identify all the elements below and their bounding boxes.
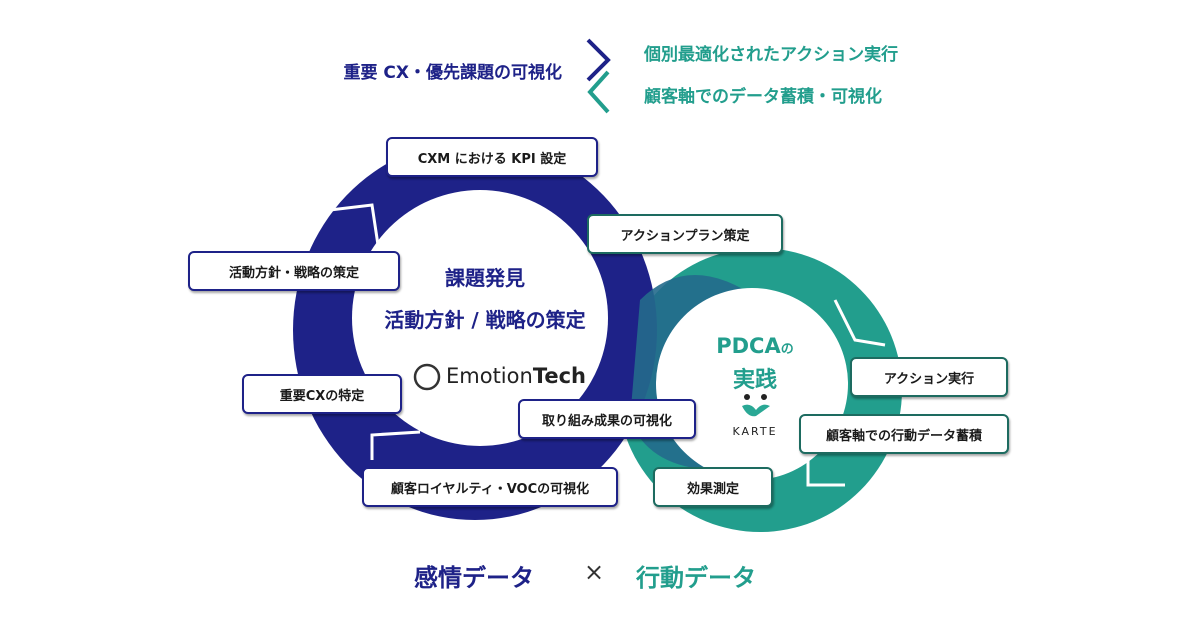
karte-title-suffix: の xyxy=(780,342,794,357)
header-emotion-summary: 重要 CX・優先課題の可視化 xyxy=(343,63,562,83)
step-effect-measurement: 効果測定 xyxy=(653,467,773,507)
emotiontech-title: 課題発見 xyxy=(445,266,525,290)
logo-text-emotion: Emotion xyxy=(446,364,533,388)
footer-times: × xyxy=(584,558,605,586)
teal-arrow-notch-bottom xyxy=(806,460,845,487)
footer-behavior-data: 行動データ xyxy=(636,564,756,592)
step-results-visualization: 取り組み成果の可視化 xyxy=(518,399,696,439)
emotiontech-subtitle: 活動方針 / 戦略の策定 xyxy=(384,308,586,332)
step-action-execution: アクション実行 xyxy=(850,357,1008,397)
karte-title: PDCAの xyxy=(700,334,810,358)
step-strategy: 活動方針・戦略の策定 xyxy=(188,251,400,291)
karte-logo-text: KARTE xyxy=(732,425,778,438)
step-key-cx: 重要CXの特定 xyxy=(242,374,402,414)
emotiontech-logo-icon xyxy=(413,363,441,391)
chevron-right-icon xyxy=(586,38,611,82)
emotiontech-logo-text: EmotionTech xyxy=(446,364,586,388)
karte-logo-icon xyxy=(742,394,770,417)
blue-arrow-notch-top xyxy=(329,203,380,246)
step-cxm-kpi: CXM における KPI 設定 xyxy=(386,137,598,177)
footer-emotion-data: 感情データ xyxy=(414,564,534,592)
logo-text-tech: Tech xyxy=(532,364,586,388)
teal-arrow-notch-right xyxy=(833,299,886,347)
header-karte-data: 顧客軸でのデータ蓄積・可視化 xyxy=(644,87,882,107)
blue-arrow-notch-bottom xyxy=(370,430,421,460)
step-loyalty-voc: 顧客ロイヤルティ・VOCの可視化 xyxy=(362,467,618,507)
chevron-left-icon xyxy=(587,70,610,114)
step-behavior-data: 顧客軸での行動データ蓄積 xyxy=(799,414,1009,454)
header-karte-action: 個別最適化されたアクション実行 xyxy=(644,45,899,65)
karte-title-pdca: PDCA xyxy=(716,334,781,358)
karte-title-line2: 実践 xyxy=(732,368,777,393)
step-action-plan: アクションプラン策定 xyxy=(587,214,783,254)
